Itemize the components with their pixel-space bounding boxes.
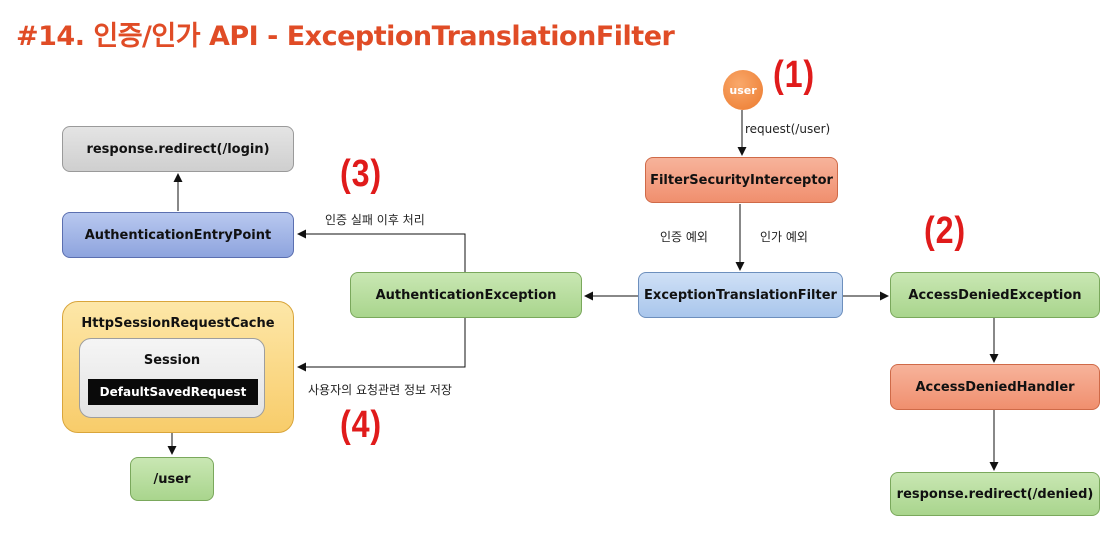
arrow-authn-exception-to-entry-point (297, 229, 466, 272)
step-marker-3: (3) (340, 153, 383, 195)
authentication-exception-box: AuthenticationException (350, 272, 582, 318)
redirect-denied-box: response.redirect(/denied) (890, 472, 1100, 516)
user-node: user (723, 70, 763, 110)
edge-label-authz-exception: 인가 예외 (760, 230, 808, 244)
step-marker-1: (1) (773, 54, 816, 96)
user-endpoint-box: /user (130, 457, 214, 501)
redirect-login-box: response.redirect(/login) (62, 126, 294, 172)
edge-label-after-auth-failure: 인증 실패 이후 처리 (325, 213, 425, 227)
step-marker-2: (2) (924, 210, 967, 252)
page-title: #14. 인증/인가 API - ExceptionTranslationFil… (16, 21, 675, 52)
session-box: Session DefaultSavedRequest (79, 338, 265, 418)
edge-label-save-request-info: 사용자의 요청관련 정보 저장 (308, 383, 452, 397)
access-denied-exception-box: AccessDeniedException (890, 272, 1100, 318)
http-session-request-cache-box: HttpSessionRequestCache Session DefaultS… (62, 301, 294, 433)
arrow-authn-exception-to-cache (297, 318, 466, 372)
step-marker-4: (4) (340, 404, 383, 446)
session-title: Session (143, 353, 201, 368)
edge-label-authn-exception: 인증 예외 (660, 230, 708, 244)
default-saved-request-box: DefaultSavedRequest (88, 379, 258, 405)
cache-title: HttpSessionRequestCache (81, 316, 275, 331)
access-denied-handler-box: AccessDeniedHandler (890, 364, 1100, 410)
edge-label-request: request(/user) (745, 122, 831, 136)
filter-security-interceptor-box: FilterSecurityInterceptor (645, 157, 838, 203)
exception-translation-filter-box: ExceptionTranslationFilter (638, 272, 843, 318)
authentication-entry-point-box: AuthenticationEntryPoint (62, 212, 294, 258)
